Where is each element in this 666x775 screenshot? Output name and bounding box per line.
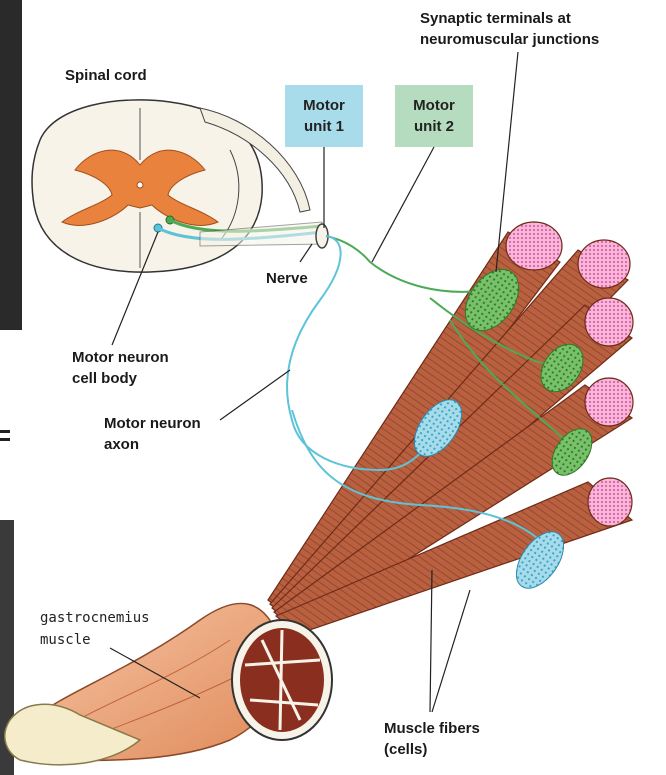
background-dash-2 bbox=[0, 438, 10, 441]
motor-unit-2-box bbox=[395, 85, 473, 147]
gastrocnemius-label-line2: muscle bbox=[40, 632, 91, 648]
background-photo-strip-top bbox=[0, 0, 22, 330]
motor-unit-1-label-line1: Motor bbox=[303, 97, 345, 114]
cell-body-label-line2: cell body bbox=[72, 370, 138, 387]
motor-unit-1-label-line2: unit 1 bbox=[304, 118, 344, 135]
gastrocnemius-label-line1: gastrocnemius bbox=[40, 610, 150, 626]
background-dash bbox=[0, 430, 10, 433]
motor-unit-2-label-line2: unit 2 bbox=[414, 118, 454, 135]
spinal-cord-section bbox=[32, 100, 310, 272]
axon-label-line2: axon bbox=[104, 436, 139, 453]
synaptic-terminals-label-line1: Synaptic terminals at bbox=[420, 10, 571, 27]
motor-unit-1-box bbox=[285, 85, 363, 147]
motor-unit-2-label-line1: Motor bbox=[413, 97, 455, 114]
axon-label-line1: Motor neuron bbox=[104, 415, 201, 432]
nerve-label: Nerve bbox=[266, 270, 308, 287]
muscle-fibers-label-line2: (cells) bbox=[384, 741, 427, 758]
cell-body-label-line1: Motor neuron bbox=[72, 349, 169, 366]
synaptic-terminals-label-line2: neuromuscular junctions bbox=[420, 31, 599, 48]
muscle-fibers-label-line1: Muscle fibers bbox=[384, 720, 480, 737]
spinal-cord-label: Spinal cord bbox=[65, 67, 147, 84]
gastrocnemius-muscle bbox=[5, 603, 332, 764]
